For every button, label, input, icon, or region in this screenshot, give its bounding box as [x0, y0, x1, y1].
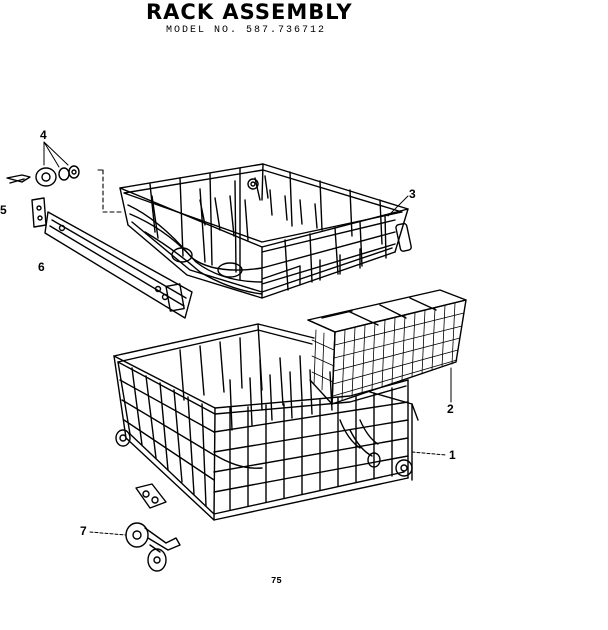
silverware-basket	[307, 289, 467, 405]
upper-rack	[97, 163, 412, 299]
callout-1: 1	[449, 448, 456, 462]
callout-6: 6	[38, 260, 45, 274]
callout-7: 7	[80, 524, 87, 538]
track-rail	[44, 211, 193, 319]
callout-4: 4	[40, 128, 47, 142]
roller-hardware	[6, 141, 80, 228]
page-number: 75	[271, 576, 282, 586]
lower-rack	[113, 323, 447, 521]
callout-3: 3	[409, 187, 416, 201]
diagram-title: RACK ASSEMBLY	[146, 0, 353, 24]
callout-2: 2	[447, 402, 454, 416]
callout-5: 5	[0, 203, 7, 217]
wheel-kit	[89, 483, 181, 572]
model-number: MODEL NO. 587.736712	[166, 25, 327, 36]
